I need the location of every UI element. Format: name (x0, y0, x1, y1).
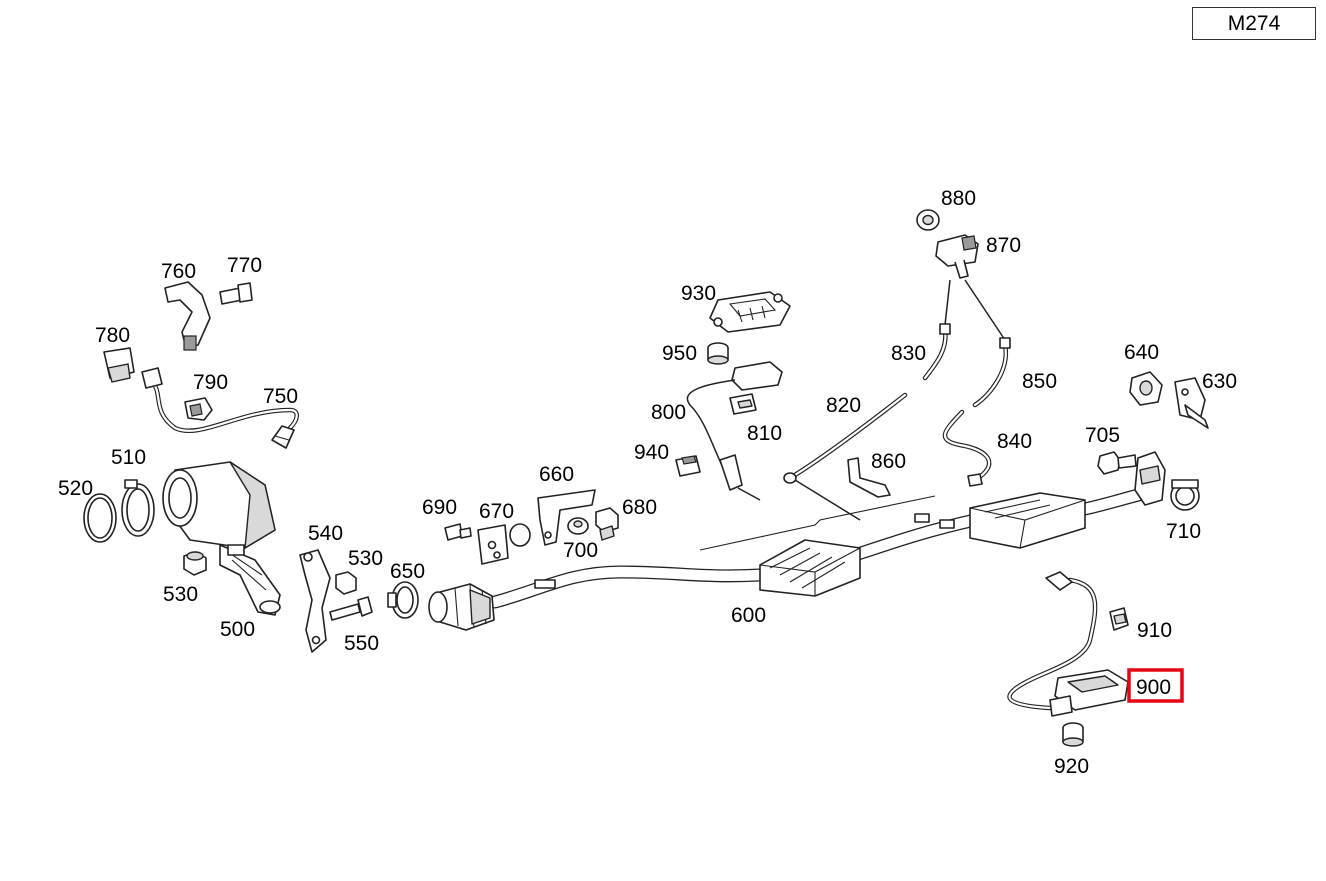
part-labels: 880 870 760 770 930 780 950 830 850 640 … (58, 187, 1237, 778)
nut-950 (707, 342, 729, 365)
nut-920 (1062, 722, 1084, 747)
nut-530-a (183, 551, 207, 576)
part-label-640[interactable]: 640 (1124, 341, 1159, 364)
hose-850 (972, 337, 1011, 408)
part-label-940[interactable]: 940 (634, 441, 669, 464)
part-label-750[interactable]: 750 (263, 385, 298, 408)
part-label-530-a[interactable]: 530 (163, 583, 198, 606)
part-label-870[interactable]: 870 (986, 234, 1021, 257)
part-label-660[interactable]: 660 (539, 463, 574, 486)
exhaust-pipe-600 (488, 485, 1157, 609)
sensor-leader-lines (944, 279, 1006, 341)
bracket-540 (299, 549, 331, 653)
front-catalyst (428, 583, 495, 631)
pressure-line-840 (942, 409, 992, 487)
pressure-sensor-870 (935, 234, 979, 279)
part-label-510[interactable]: 510 (111, 446, 146, 469)
bolt-690 (444, 523, 472, 541)
part-label-690[interactable]: 690 (422, 496, 457, 519)
part-label-705[interactable]: 705 (1085, 424, 1120, 447)
bracket-630 (1174, 377, 1209, 429)
part-label-770[interactable]: 770 (227, 254, 262, 277)
clip-940 (675, 455, 701, 477)
part-label-500[interactable]: 500 (220, 618, 255, 641)
part-label-910[interactable]: 910 (1137, 619, 1172, 642)
part-label-830[interactable]: 830 (891, 342, 926, 365)
selected-part-highlight (1127, 668, 1184, 703)
part-label-760[interactable]: 760 (161, 260, 196, 283)
part-label-920[interactable]: 920 (1054, 755, 1089, 778)
hose-830 (922, 323, 951, 381)
bolt-680 (595, 507, 619, 541)
part-label-700[interactable]: 700 (563, 539, 598, 562)
bracket-860 (847, 457, 891, 498)
clip-910 (1109, 607, 1129, 631)
part-label-530-b[interactable]: 530 (348, 547, 383, 570)
part-label-540[interactable]: 540 (308, 522, 343, 545)
clip-810 (729, 393, 757, 415)
part-label-780[interactable]: 780 (95, 324, 130, 347)
manifold-catalyst-500 (162, 461, 281, 616)
part-label-860[interactable]: 860 (871, 450, 906, 473)
hanger-assembly (1134, 451, 1166, 506)
gasket-520 (83, 493, 117, 543)
temp-sensor-800 (686, 361, 783, 501)
part-label-900[interactable]: 900 (1136, 676, 1171, 699)
bolt-705 (1097, 451, 1137, 475)
model-code-box: M274 (1192, 7, 1316, 40)
clamp-510 (121, 479, 155, 537)
hanger-640 (1129, 371, 1163, 406)
sensor-plug-790 (184, 397, 213, 421)
clamp-650 (387, 581, 419, 619)
bracket-760 (164, 281, 211, 351)
part-label-600[interactable]: 600 (731, 604, 766, 627)
part-label-930[interactable]: 930 (681, 282, 716, 305)
part-label-880[interactable]: 880 (941, 187, 976, 210)
part-label-670[interactable]: 670 (479, 500, 514, 523)
bracket-670 (477, 523, 531, 565)
part-label-680[interactable]: 680 (622, 496, 657, 519)
bolt-550 (329, 596, 373, 621)
grommet-880 (916, 209, 940, 231)
oxygen-sensor-750 (141, 367, 299, 449)
part-label-710[interactable]: 710 (1166, 520, 1201, 543)
heat-shield-660 (537, 489, 596, 546)
part-label-950[interactable]: 950 (662, 342, 697, 365)
part-label-840[interactable]: 840 (997, 430, 1032, 453)
part-label-800[interactable]: 800 (651, 401, 686, 424)
control-unit-930 (709, 291, 791, 333)
washer-700 (567, 517, 589, 535)
nox-sensor-900 (1007, 571, 1129, 717)
pressure-line-820 (783, 392, 908, 521)
nut-530-b (335, 571, 357, 595)
part-label-650[interactable]: 650 (390, 560, 425, 583)
clamp-710 (1170, 479, 1200, 511)
part-label-820[interactable]: 820 (826, 394, 861, 417)
part-label-790[interactable]: 790 (193, 371, 228, 394)
bolt-770 (219, 282, 253, 305)
part-label-850[interactable]: 850 (1022, 370, 1057, 393)
part-label-810[interactable]: 810 (747, 422, 782, 445)
part-label-550[interactable]: 550 (344, 632, 379, 655)
part-label-630[interactable]: 630 (1202, 370, 1237, 393)
clip-780 (103, 347, 135, 383)
part-label-520[interactable]: 520 (58, 477, 93, 500)
